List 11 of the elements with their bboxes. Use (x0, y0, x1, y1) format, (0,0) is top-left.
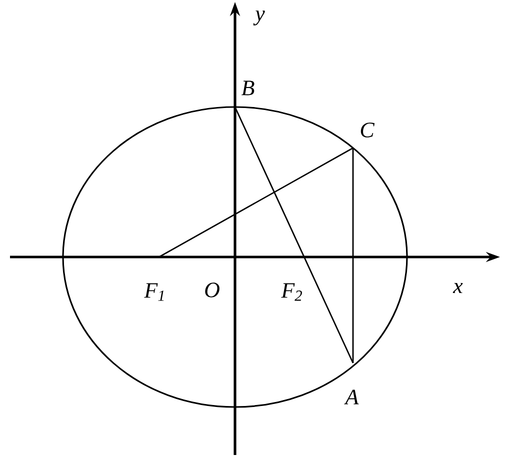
point-label: A (344, 390, 359, 404)
axis-label: x (452, 282, 463, 294)
axis-label: y (253, 10, 265, 26)
point-label: F$_{2}$ (281, 283, 302, 301)
point-label: C (360, 122, 375, 138)
point-label: B (242, 80, 254, 96)
point-label: O (205, 282, 220, 298)
point-label: F$_{1}$ (144, 283, 164, 301)
line-segment (234, 106, 354, 364)
line-segment (352, 148, 354, 363)
line-segment (158, 147, 354, 258)
